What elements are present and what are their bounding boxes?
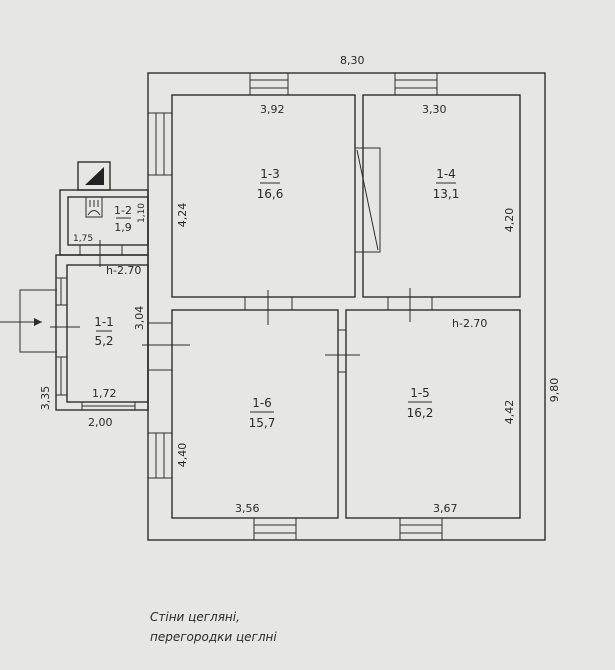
room-1-4: [362, 94, 521, 298]
windows: [55, 72, 443, 541]
dim-r11-width: 1,72: [92, 387, 117, 400]
dim-r14-width: 3,30: [422, 103, 447, 116]
svg-text:5,2: 5,2: [94, 334, 113, 348]
room-label-1-4: 1-4 13,1: [433, 167, 460, 201]
dim-annex-width: 2,00: [88, 416, 113, 429]
room-label-1-2: 1-2 1,9: [114, 204, 132, 234]
svg-text:1-2: 1-2: [114, 204, 132, 217]
svg-text:1-1: 1-1: [94, 315, 114, 329]
ceiling-height-main: h-2.70: [452, 317, 487, 330]
dim-r14-height: 4,20: [503, 208, 516, 233]
room-label-1-6: 1-6 15,7: [249, 396, 276, 430]
room-1-2: [67, 196, 149, 246]
doors: [50, 147, 433, 373]
room-label-1-1: 1-1 5,2: [94, 315, 114, 348]
ceiling-height-annex: h-2.70: [106, 264, 141, 277]
note-partitions: перегородки цеглні: [150, 630, 277, 644]
dim-r13-width: 3,92: [260, 103, 285, 116]
note-walls: Стіни цегляні,: [150, 610, 240, 624]
svg-text:1-3: 1-3: [260, 167, 280, 181]
stove-icon: [85, 196, 103, 218]
svg-text:1-5: 1-5: [410, 386, 430, 400]
dim-r12-width: 1,75: [73, 234, 93, 244]
svg-text:1-4: 1-4: [436, 167, 456, 181]
dim-r16-height: 4,40: [176, 443, 189, 468]
chimney-icon: [85, 167, 104, 185]
room-label-1-5: 1-5 16,2: [407, 386, 434, 420]
entrance-porch: [19, 289, 57, 353]
arrow-head-icon: [34, 318, 42, 326]
dim-r15-width: 3,67: [433, 502, 458, 515]
svg-text:1-6: 1-6: [252, 396, 272, 410]
room-1-6: [171, 309, 339, 519]
svg-text:1,9: 1,9: [114, 221, 132, 234]
chimney: [77, 161, 111, 191]
room-label-1-3: 1-3 16,6: [257, 167, 284, 201]
dim-r11-height: 3,04: [133, 306, 146, 331]
dim-r15-height: 4,42: [503, 400, 516, 425]
dim-overall-depth: 9,80: [548, 378, 561, 403]
dim-annex-depth: 3,35: [39, 386, 52, 411]
svg-text:13,1: 13,1: [433, 187, 460, 201]
svg-text:15,7: 15,7: [249, 416, 276, 430]
svg-text:16,6: 16,6: [257, 187, 284, 201]
dim-overall-width: 8,30: [340, 54, 365, 67]
dim-r16-width: 3,56: [235, 502, 260, 515]
svg-text:16,2: 16,2: [407, 406, 434, 420]
dim-r12-height: 1,10: [137, 203, 147, 223]
dim-r13-height: 4,24: [176, 203, 189, 228]
